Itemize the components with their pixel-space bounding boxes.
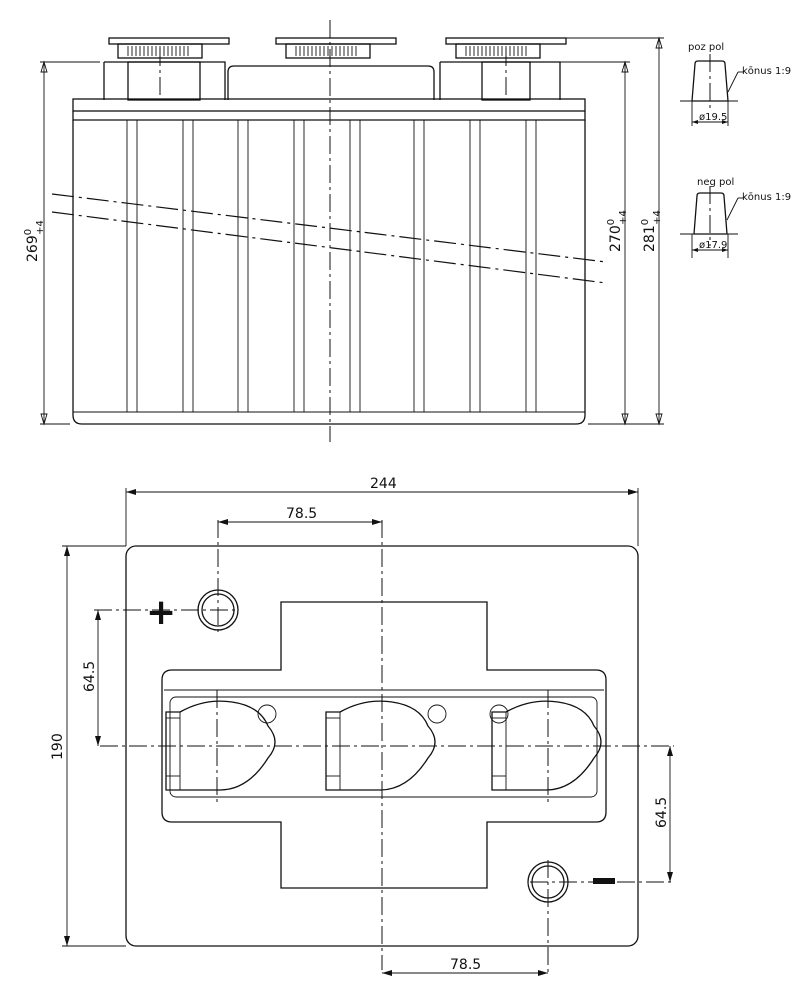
- terminal-cap-right: [439, 37, 567, 101]
- plus-symbol: +: [146, 592, 176, 633]
- dim-height-right-inner: 2700+4: [560, 60, 630, 426]
- dim-offset-top: 78.5: [218, 506, 382, 525]
- dim-height: 190: [50, 545, 126, 947]
- minus-symbol: [593, 878, 615, 884]
- dim-height-left-value: 2690+4: [23, 220, 46, 262]
- dim-width-value: 244: [370, 476, 397, 492]
- dim-height-value: 190: [50, 733, 66, 760]
- break-line-lower: [51, 211, 607, 284]
- dim-offset-left-value: 64.5: [82, 661, 98, 692]
- front-view: 2690+4 2700+4 2810+4: [23, 20, 664, 442]
- dim-offset-bottom: 78.5: [382, 957, 548, 976]
- detail-pos-title: poz pol: [688, 42, 724, 53]
- detail-pos-taper: kōnus 1:9: [742, 66, 791, 77]
- vent-channel: [169, 696, 598, 798]
- dim-height-right-outer: 2810+4: [566, 36, 664, 426]
- break-line-upper: [51, 193, 607, 263]
- dim-offset-left: 64.5: [82, 610, 101, 746]
- vent-plug-1: [165, 690, 277, 802]
- lid-lower: [72, 111, 586, 121]
- top-view: + 244 78.5 78.5: [50, 476, 674, 976]
- dim-offset-top-value: 78.5: [286, 506, 317, 522]
- dim-offset-bottom-value: 78.5: [450, 957, 481, 973]
- dim-width: 244: [125, 476, 639, 546]
- case-body: [72, 120, 586, 425]
- terminal-cap-left: [103, 37, 230, 101]
- lid-cross: [161, 601, 607, 889]
- dim-height-right-outer-value: 2810+4: [640, 210, 663, 252]
- detail-neg-taper: kōnus 1:9: [742, 192, 791, 203]
- detail-negative-pole: neg pol kōnus 1:9 ø17.9: [680, 177, 791, 258]
- dim-offset-right: 64.5: [654, 746, 673, 882]
- dim-height-left: 2690+4: [23, 60, 100, 426]
- detail-pos-diameter: ø19.5: [699, 112, 727, 123]
- vent-plug-2: [325, 700, 447, 791]
- dim-height-right-inner-value: 2700+4: [606, 210, 629, 252]
- detail-neg-diameter: ø17.9: [699, 240, 727, 251]
- vent-plug-3: [489, 690, 602, 802]
- dim-offset-right-value: 64.5: [654, 797, 670, 828]
- lid-rim: [72, 98, 586, 112]
- detail-neg-title: neg pol: [697, 177, 734, 188]
- terminal-cap-middle: [227, 37, 435, 100]
- detail-positive-pole: poz pol kōnus 1:9 ø19.5: [680, 42, 791, 126]
